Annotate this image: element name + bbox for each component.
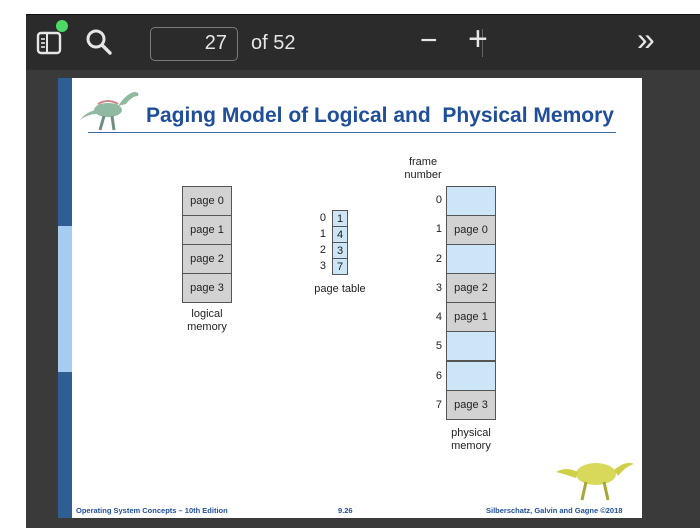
zoom-in-button[interactable]: + [468,20,488,58]
page-table-index-3: 3 [319,260,326,272]
page-table-label: page table [314,283,366,295]
frame-number-5: 5 [435,340,442,352]
physical-frame-2 [446,244,496,274]
frame-number-6: 6 [435,370,442,382]
frame-number-header: frame number [404,156,442,181]
footer-center: 9.26 [338,506,353,515]
footer-left: Operating System Concepts – 10th Edition [76,506,228,515]
notification-dot [56,20,68,32]
physical-frame-3: page 2 [446,273,496,303]
logical-page-2: page 2 [182,244,232,274]
zoom-out-button[interactable]: − [420,24,438,57]
side-stripe-middle [58,226,72,372]
logical-memory-label: logical memory [187,308,227,333]
page-table-entry-2: 3 [332,242,348,259]
frame-number-0: 0 [435,194,442,206]
physical-frame-4: page 1 [446,302,496,332]
physical-frame-6 [446,361,496,391]
page-number-input[interactable]: 27 [150,27,238,61]
page-table-index-1: 1 [319,228,326,240]
slide-title: Paging Model of Logical and Physical Mem… [146,104,614,127]
footer-right: Silberschatz, Galvin and Gagne ©2018 [486,506,623,515]
more-button[interactable]: » [637,21,655,57]
logical-page-0: page 0 [182,186,232,216]
page-table-entry-1: 4 [332,226,348,243]
frame-number-2: 2 [435,253,442,265]
frame-number-3: 3 [435,282,442,294]
page-count-label: of 52 [251,32,296,54]
viewer-toolbar: 27 of 52 − + » [26,14,700,71]
page-table-entry-3: 7 [332,258,348,275]
page-table-index-0: 0 [319,212,326,224]
physical-frame-1: page 0 [446,215,496,245]
physical-frame-7: page 3 [446,390,496,420]
frame-number-1: 1 [435,223,442,235]
logical-page-1: page 1 [182,215,232,245]
bookmarks-icon[interactable] [36,27,68,62]
side-stripe-bottom [58,372,72,518]
physical-memory-label: physical memory [451,427,491,452]
title-underline [88,132,616,133]
frame-number-7: 7 [435,399,442,411]
dinosaur-logo-icon [78,84,148,139]
dinosaur-footer-icon [552,450,636,509]
physical-frame-0 [446,186,496,216]
frame-number-4: 4 [435,311,442,323]
logical-page-3: page 3 [182,273,232,303]
page-table-index-2: 2 [319,244,326,256]
physical-frame-5 [446,331,496,361]
toolbar-separator [482,29,483,57]
slide-page: Paging Model of Logical and Physical Mem… [58,78,642,518]
side-stripe-top [58,78,72,226]
search-icon[interactable] [84,27,114,62]
page-table-entry-0: 1 [332,210,348,227]
